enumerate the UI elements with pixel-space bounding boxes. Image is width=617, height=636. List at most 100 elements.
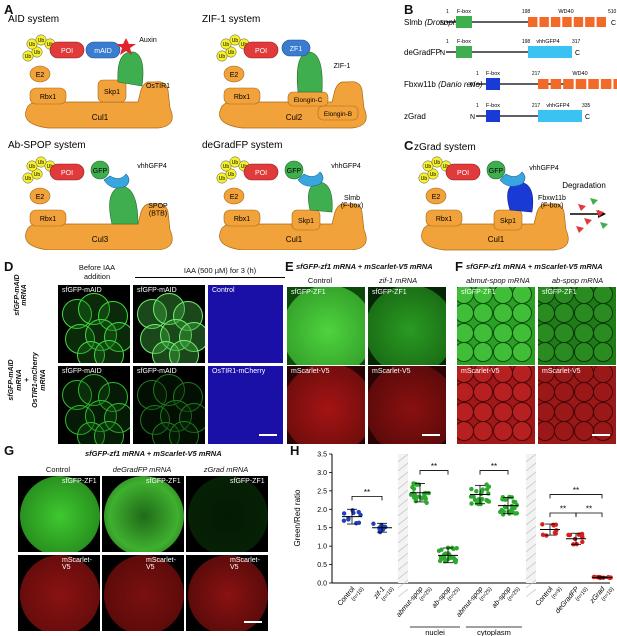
h-sig-label-3: ** bbox=[560, 504, 566, 513]
degrad-e2-label: E2 bbox=[230, 194, 239, 201]
degrad-rbx1-shape bbox=[223, 209, 261, 227]
h-yticklabel-7: 3.5 bbox=[317, 452, 327, 459]
h-sig-bracket-1 bbox=[419, 470, 449, 475]
degrad-ub-label-2: Ub bbox=[223, 164, 230, 170]
c-fragment-5 bbox=[576, 226, 584, 233]
b-mid-3: 217 bbox=[532, 103, 541, 109]
b-fbox-label-0: F-box bbox=[457, 9, 471, 15]
c-title: zGrad system bbox=[414, 142, 476, 153]
spop-ub-3 bbox=[35, 156, 47, 168]
zif-ub-label-4: Ub bbox=[241, 42, 248, 48]
f-tile-1: sfGFP-ZF1 bbox=[457, 287, 535, 365]
b-fbox-2 bbox=[486, 78, 500, 90]
h-sig-label-0: ** bbox=[364, 488, 370, 497]
h-point bbox=[452, 559, 458, 564]
embryo-cell bbox=[457, 382, 474, 403]
b-fbox-3 bbox=[486, 110, 500, 122]
embryo-cell bbox=[492, 303, 513, 324]
spop-cullin-label: Cul3 bbox=[92, 235, 109, 244]
h-point bbox=[552, 530, 558, 535]
h-point bbox=[499, 507, 504, 513]
h-point bbox=[553, 522, 559, 527]
embryo-cell bbox=[554, 421, 575, 442]
b-dom-label-3: vhhGFP4 bbox=[546, 103, 569, 109]
embryo-cell bbox=[593, 421, 614, 442]
e-tile-4: mScarlet-V5 bbox=[368, 366, 446, 444]
h-sig-bracket-3 bbox=[549, 512, 577, 517]
a-title-1: ZIF-1 system bbox=[202, 14, 260, 25]
e-tile-2-label: sfGFP-ZF1 bbox=[372, 289, 407, 296]
a-title-3: deGradFP system bbox=[202, 140, 282, 151]
h-point bbox=[471, 494, 476, 499]
zgrad-ub-label-1: Ub bbox=[430, 172, 437, 178]
b-fbox-0 bbox=[456, 16, 472, 28]
b-start-3: 1 bbox=[476, 103, 479, 109]
h-xlabel-n-6: (n=9) bbox=[551, 586, 564, 600]
panel-label-g: G bbox=[4, 443, 15, 458]
h-hatch-line bbox=[397, 561, 409, 571]
zgrad-ub-3 bbox=[431, 156, 443, 168]
h-point bbox=[408, 492, 414, 497]
degrad-ub-0 bbox=[216, 172, 228, 184]
h-hatch-line bbox=[397, 588, 409, 598]
h-point bbox=[416, 482, 422, 487]
b-wd-2-6 bbox=[613, 79, 617, 89]
h-yticklabel-6: 3.0 bbox=[317, 470, 327, 477]
aid-ub-0 bbox=[22, 50, 34, 62]
h-hatch-line bbox=[525, 570, 537, 580]
embryo-cell bbox=[593, 287, 614, 304]
zgrad-nb-shape bbox=[499, 171, 526, 187]
b-name-3: zGrad bbox=[404, 112, 426, 121]
zgrad-ub-label-0: Ub bbox=[421, 176, 428, 182]
d-tile-1-label: sfGFP-mAID bbox=[62, 287, 102, 294]
h-point bbox=[436, 548, 442, 554]
b-fbox-1 bbox=[456, 46, 472, 58]
d-tile-4-label: sfGFP-mAID bbox=[62, 368, 102, 375]
c-fragment-3 bbox=[584, 218, 592, 225]
spop-ub-label-2: Ub bbox=[29, 164, 36, 170]
h-point bbox=[341, 518, 347, 523]
b-wd-0-3 bbox=[562, 17, 572, 27]
h-point bbox=[354, 520, 359, 526]
embryo-cell bbox=[593, 303, 614, 324]
zgrad-rbx1-shape bbox=[425, 209, 463, 227]
aid-ostir1-shape bbox=[117, 51, 144, 87]
b-n-0: N bbox=[440, 20, 445, 27]
zif-zif1-shape bbox=[296, 51, 323, 93]
h-point bbox=[413, 493, 418, 499]
g-col-control: Control bbox=[45, 465, 71, 474]
degrad-poi-label: POI bbox=[255, 170, 267, 177]
h-hatch-line bbox=[397, 471, 409, 481]
e-tile-2: sfGFP-ZF1 bbox=[368, 287, 446, 365]
zif-ub-0 bbox=[216, 50, 228, 62]
h-hatch-line bbox=[525, 588, 537, 598]
h-hatch-band-1 bbox=[525, 453, 537, 598]
zif-cullin-label: Cul2 bbox=[286, 113, 303, 122]
g-tile-6: mScarlet-V5 bbox=[186, 555, 268, 631]
f-tile-3-label: mScarlet-V5 bbox=[461, 368, 500, 375]
d-tile-6-label: OsTIR1-mCherry bbox=[212, 368, 266, 375]
embryo-cell bbox=[512, 382, 533, 403]
spop-e2-label: E2 bbox=[36, 194, 45, 201]
h-sig-bracket-4 bbox=[549, 494, 603, 499]
spop-adaptor-shape bbox=[109, 185, 139, 225]
zgrad-poi-shape bbox=[445, 163, 481, 181]
d-col-before: Before IAA addition bbox=[78, 263, 116, 281]
f-title: sfGFP-zf1 mRNA + mScarlet-V5 mRNA bbox=[466, 262, 603, 271]
embryo-cell bbox=[512, 303, 533, 324]
b-n-3: N bbox=[470, 114, 475, 121]
h-hatch-line bbox=[525, 489, 537, 499]
zif-complex: Cul2Rbx1E2UbUbUbUbUbPOIElongin-CElongin-… bbox=[216, 34, 367, 129]
embryo-cell bbox=[573, 342, 594, 363]
h-yticklabel-1: 0.5 bbox=[317, 562, 327, 569]
f-tile-4-label: mScarlet-V5 bbox=[542, 368, 581, 375]
h-point bbox=[341, 511, 347, 516]
embryo-cell bbox=[554, 303, 575, 324]
zgrad-complex: Cul1Rbx1E2UbUbUbUbUbPOISkp1Fbxw11b(F-box… bbox=[418, 156, 569, 251]
h-hatch-line bbox=[525, 480, 537, 490]
zif-poi-shape bbox=[243, 41, 279, 59]
h-point bbox=[454, 546, 459, 551]
h-hatch-line bbox=[397, 534, 409, 544]
zgrad-ub-1 bbox=[427, 168, 439, 180]
